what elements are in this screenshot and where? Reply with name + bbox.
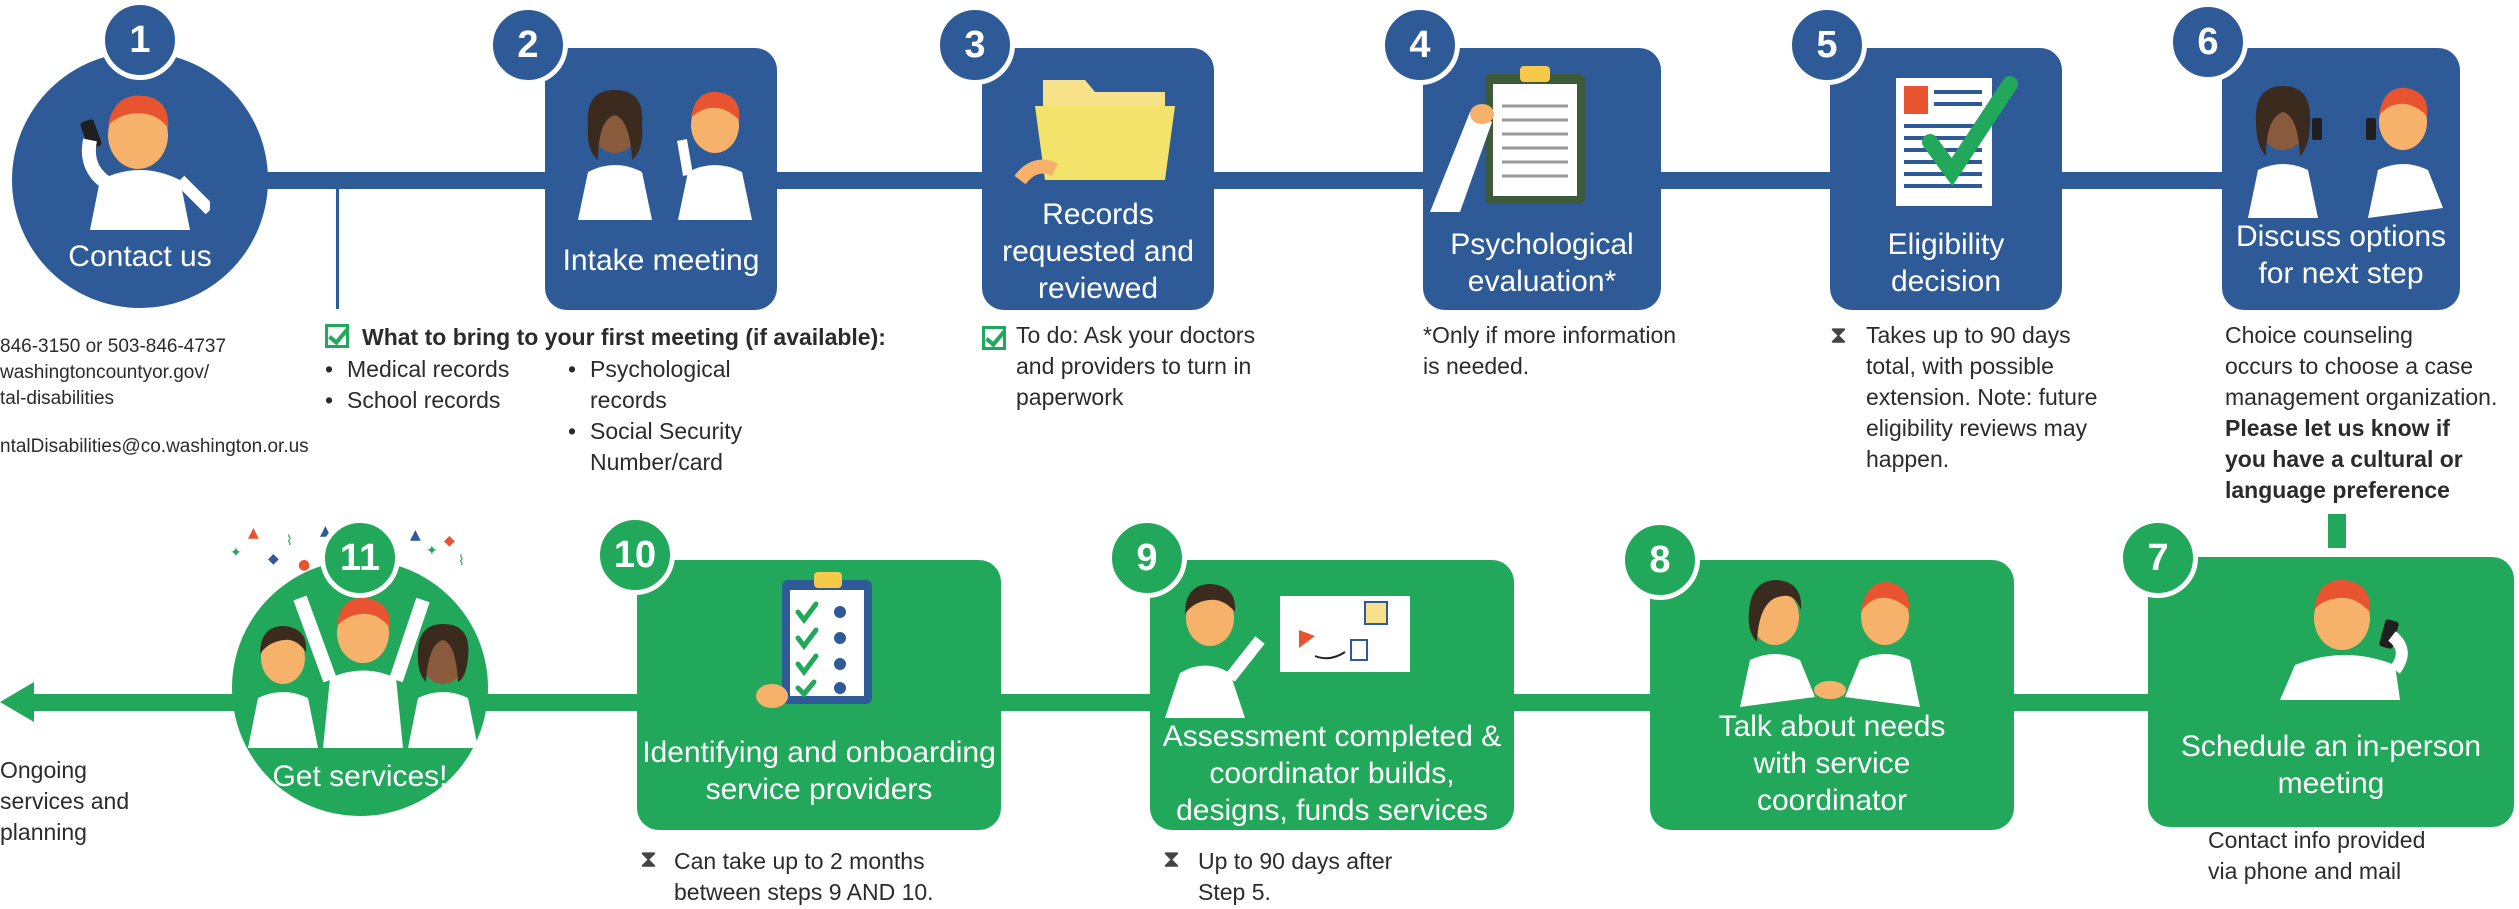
connector-10-11 [480,694,640,711]
hourglass-icon: ⧗ [640,846,657,873]
ongoing-note: Ongoing services and planning [0,757,130,845]
svg-text:✦: ✦ [426,543,438,559]
svg-text:⌇: ⌇ [458,553,465,569]
connector-4-5 [1655,172,1835,189]
step-5-badge: 5 [1787,5,1867,85]
checklist-clipboard-icon [756,572,872,708]
arrow-left-icon [0,682,34,722]
step-9-label: Assessment completed & coordinator build… [1162,720,1502,827]
person-with-plan-icon [1165,584,1410,718]
step-2-badge: 2 [488,5,568,85]
hourglass-icon: ⧗ [1163,846,1180,873]
step-3-badge: 3 [935,5,1015,85]
hourglass-icon: ⧗ [1830,322,1847,349]
step-7-badge: 7 [2118,518,2198,598]
svg-text:▲: ▲ [320,525,331,539]
step-11-label: Get services! [272,760,448,793]
step-7-label: Schedule an in-person meeting [2180,730,2482,800]
bring-check-icon [325,324,349,348]
step-9-badge: 9 [1107,518,1187,598]
bring-list-1: Medical records School records [325,354,509,416]
step-8-label: Talk about needs with service coordinato… [1718,710,1946,817]
handshake-icon [1740,580,1920,707]
contact-info-note: Contact info provided via phone and mail [2208,827,2426,884]
connector-6-7 [2328,514,2346,548]
eligibility-check-icon [1896,76,2018,206]
svg-text:⌇: ⌇ [286,533,293,549]
connector-1-2 [250,172,550,189]
todo-check-icon [982,326,1006,350]
step10-time-note: Can take up to 2 months between steps 9 … [674,848,934,905]
step-5-label: Eligibility decision [1887,228,2005,298]
step-3-label: Records requested and reviewed [1002,198,1194,305]
connector-8-9 [1510,694,1655,711]
step-6-label: Discuss options for next step [2235,220,2447,290]
connector-5-6 [2060,172,2230,189]
person-on-phone-icon [80,95,210,230]
step-1-badge: 1 [100,0,180,80]
celebrating-people-icon [248,595,478,748]
connector-3-4 [1210,172,1430,189]
step-4-badge: 4 [1380,5,1460,85]
connector-7-8 [2012,694,2150,711]
step-4-label: Psychological evaluation* [1450,228,1634,298]
step-11-badge: 11 [320,518,400,598]
branch-line [336,189,339,309]
step-8-badge: 8 [1620,520,1700,600]
connector-2-3 [770,172,985,189]
svg-text:▲: ▲ [410,527,421,543]
two-people-meeting-icon [578,90,752,220]
step-1-label: Contact us [68,240,212,273]
bring-title: What to bring to your first meeting (if … [362,324,886,350]
connector-9-10 [998,694,1156,711]
step-6-badge: 6 [2168,2,2248,82]
clipboard-evaluation-icon [1430,66,1585,212]
step9-time-note: Up to 90 days after Step 5. [1198,848,1393,905]
svg-text:✦: ✦ [230,545,242,561]
eligibility-note: Takes up to 90 days total, with possible… [1866,322,2098,472]
two-people-on-phone-icon [2248,86,2443,218]
person-on-phone-icon [2280,579,2408,700]
todo-note: To do: Ask your doctors and providers to… [1016,322,1256,410]
connector-11-out [20,694,240,711]
folder-icon [1015,80,1175,185]
step-10-label: Identifying and onboarding service provi… [642,736,996,806]
confetti-icon: ✦▲ ◆⌇ ●▲ ▲✦ ◆⌇ [230,525,465,573]
svg-text:▲: ▲ [248,525,259,541]
contact-details: 846-3150 or 503-846-4737 washingtoncount… [0,336,309,457]
svg-text:●: ● [298,557,310,573]
svg-text:◆: ◆ [444,533,455,549]
step-2-label: Intake meeting [562,244,760,277]
choice-note: Choice counseling occurs to choose a cas… [2225,322,2498,503]
psych-note: *Only if more information is needed. [1423,322,1677,379]
step-10-badge: 10 [595,515,675,595]
svg-text:◆: ◆ [268,551,279,567]
